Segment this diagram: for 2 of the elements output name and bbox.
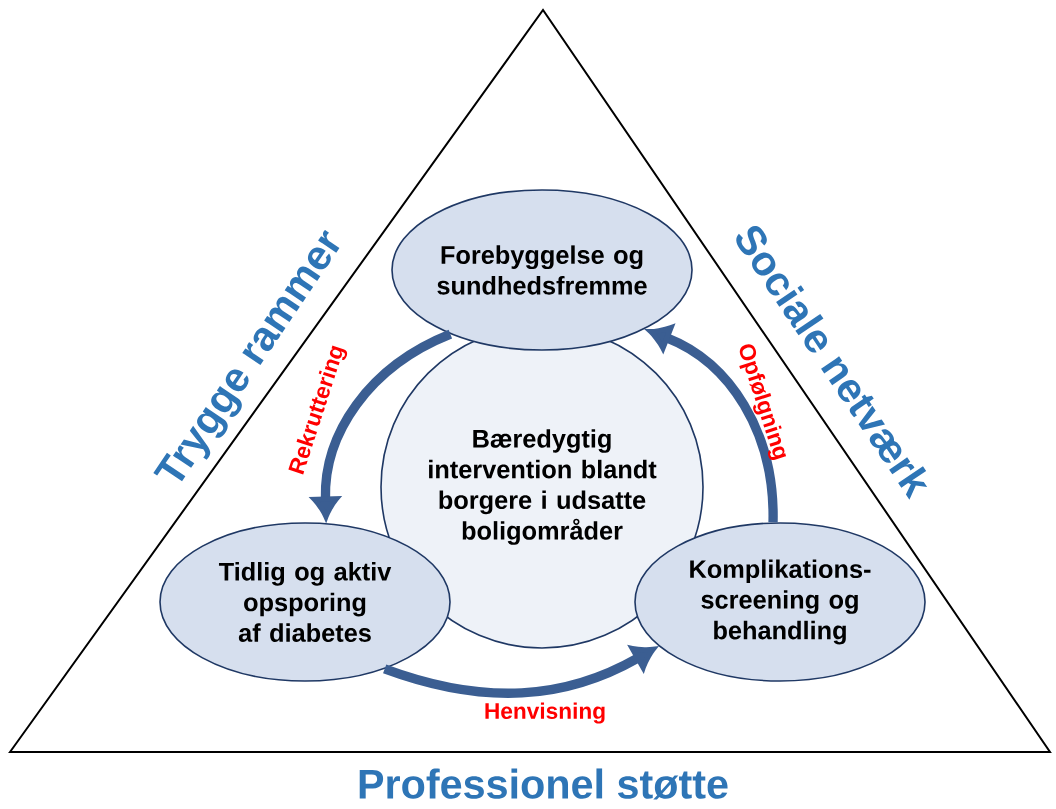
- side-label: Professionel støtte: [359, 768, 728, 800]
- edge-label: Henvisning: [485, 702, 605, 724]
